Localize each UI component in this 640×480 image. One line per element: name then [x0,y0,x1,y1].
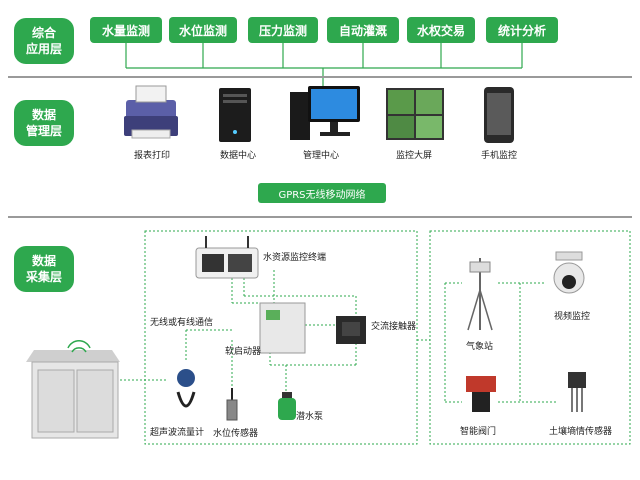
app-button-pressure[interactable]: 压力监测 [248,17,318,43]
label-soft-starter: 软启动器 [225,347,262,357]
valve-icon [466,376,496,412]
app-button-water-volume[interactable]: 水量监测 [90,17,162,43]
label-video-wall: 监控大屏 [396,151,433,161]
server-icon [219,88,251,142]
label-comm: 无线或有线通信 [150,318,214,328]
soil-sensor-icon [568,372,586,412]
label-mgmt-center: 管理中心 [303,151,340,161]
app-button-statistics[interactable]: 统计分析 [486,17,558,43]
label-level-sensor: 水位传感器 [213,429,259,439]
label-data-center: 数据中心 [220,151,257,161]
label-contactor: 交流接触器 [371,322,417,332]
layer-mgmt-badge: 数据 管理层 [14,100,74,146]
printer-icon [124,85,178,139]
left-connectors [120,270,357,400]
video-wall-icon [386,88,444,140]
label-pump: 潜水泵 [296,412,324,422]
right-connectors [444,282,556,403]
collect-left-box [144,230,418,445]
label-soil-sensor: 土壤墒情传感器 [549,427,613,437]
soft-starter-icon [259,302,306,354]
camera-icon [553,251,585,294]
flowmeter-icon [176,369,196,408]
label-report-print: 报表打印 [134,151,171,161]
app-button-irrigation[interactable]: 自动灌溉 [327,17,399,43]
label-terminal: 水资源监控终端 [263,253,327,263]
level-sensor-icon [226,388,238,421]
layer-collect-badge: 数据 采集层 [14,246,74,292]
layer-app-badge: 综合 应用层 [14,18,74,64]
gprs-network-bar: GPRS无线移动网络 [258,183,386,203]
app-button-water-trade[interactable]: 水权交易 [407,17,475,43]
separator-mid [8,216,632,218]
collect-right-box [429,230,631,445]
separator-top [8,76,632,78]
terminal-icon [195,236,259,279]
label-weather-station: 气象站 [466,342,494,352]
pump-icon [278,392,296,420]
label-flowmeter: 超声波流量计 [150,428,205,438]
cabinet-icon [26,340,120,439]
app-bracket [125,43,523,86]
app-button-water-level[interactable]: 水位监测 [169,17,237,43]
label-phone-monitor: 手机监控 [481,151,518,161]
weather-station-icon [467,258,493,331]
phone-icon [484,87,514,143]
desktop-pc-icon [290,86,360,140]
label-smart-valve: 智能阀门 [460,427,497,437]
contactor-icon [336,316,366,344]
label-video-monitor: 视频监控 [554,312,591,322]
